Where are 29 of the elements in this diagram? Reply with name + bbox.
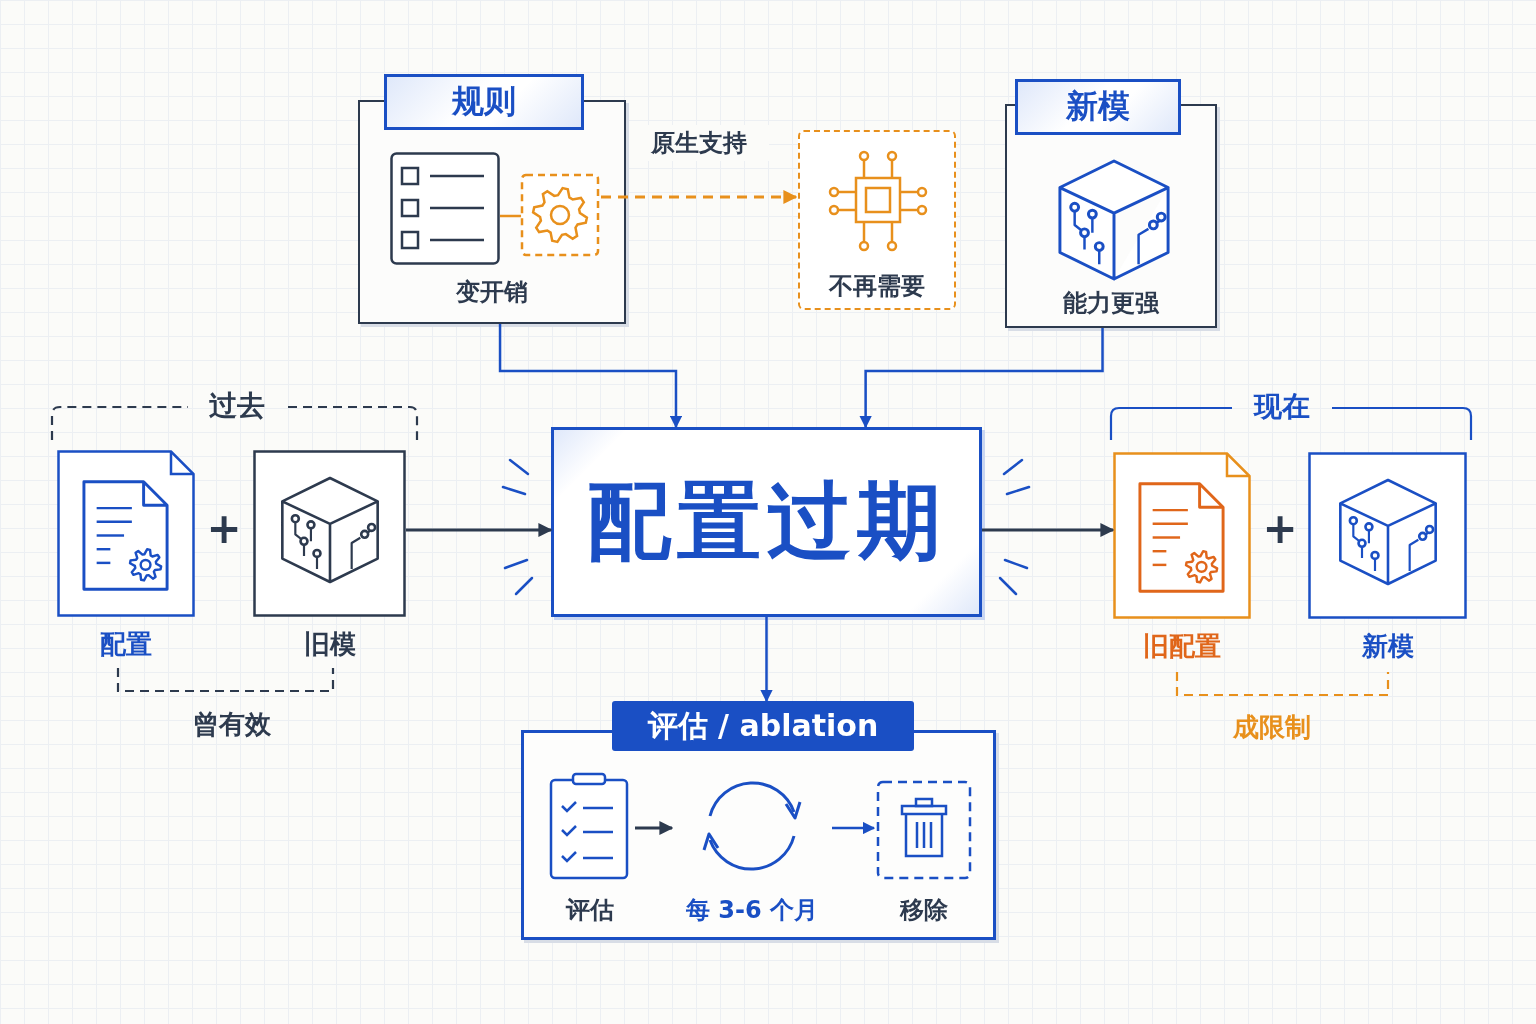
title-tab: 新模 [1015,79,1181,135]
arrow [832,821,876,835]
card-caption: 配置 [99,627,153,661]
card-caption: 能力更强 [1062,288,1160,319]
arrow [635,821,674,835]
bracket-label: 成限制 [1232,710,1312,744]
group-label: 现在 [1252,389,1311,425]
step-caption: 每 3-6 个月 [684,895,820,926]
arrow [859,328,1104,429]
card-caption: 新模 [1360,629,1415,663]
title-tab: 规则 [384,74,584,130]
group-label: 过去 [208,388,266,424]
arrow [760,617,773,703]
edge-label: 原生支持 [628,125,769,161]
plus-sign: + [205,508,243,548]
title-box: 配置过期 [551,427,982,617]
arrow [406,523,553,537]
card-caption: 旧配置 [1142,629,1222,663]
step-caption: 评估 [564,895,615,926]
arrow [498,324,683,429]
title-tab: 评估 / ablation [612,701,914,751]
step-caption: 移除 [898,895,949,926]
card-caption: 旧模 [302,627,357,661]
arrow [982,523,1115,537]
card-caption: 变开销 [455,277,529,308]
arrow [601,190,798,204]
bracket-label: 曾有效 [192,707,272,741]
card-caption: 不再需要 [827,271,926,302]
plus-sign: + [1261,508,1299,548]
